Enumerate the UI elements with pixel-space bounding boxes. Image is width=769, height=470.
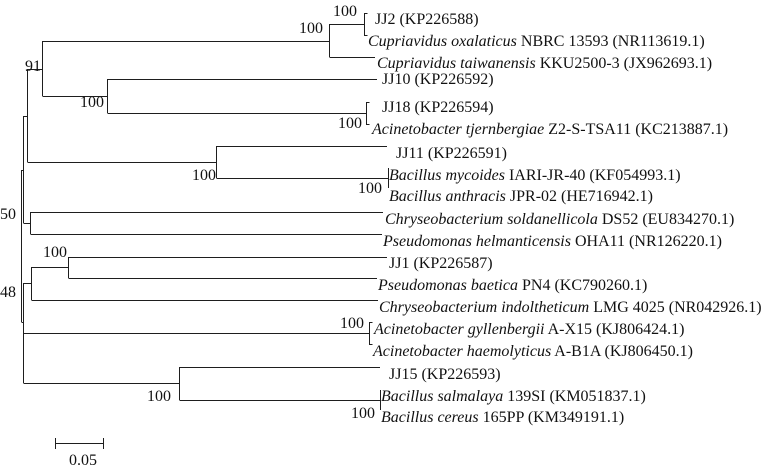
tip-text: JJ18 (KP226594) <box>382 99 494 116</box>
scale-bar <box>54 438 105 449</box>
strain-accession: 139SI (KM051837.1) <box>507 388 646 405</box>
bootstrap-value: 100 <box>192 167 216 184</box>
branch-bracket <box>363 12 368 37</box>
tip-label-cupriavidus-taiwanensis: Cupriavidus taiwanensis KKU2500-3 (JX962… <box>377 55 712 73</box>
tip-label-jj18: JJ18 (KP226594) <box>382 99 494 117</box>
species-name: Cupriavidus oxalaticus <box>368 33 517 50</box>
species-name: Bacillus anthracis <box>389 188 506 205</box>
strain-accession: IARI-JR-40 (KF054993.1) <box>508 167 681 184</box>
tip-label-chryseobacterium-indoltheticum: Chryseobacterium indoltheticum LMG 4025 … <box>379 299 762 317</box>
tip-label-bacillus-mycoides: Bacillus mycoides IARI-JR-40 (KF054993.1… <box>389 167 681 185</box>
bootstrap-value: 100 <box>358 180 382 197</box>
strain-accession: 165PP (KM349191.1) <box>482 409 625 426</box>
bootstrap-value: 100 <box>333 3 357 20</box>
bootstrap-value: 91 <box>25 58 41 75</box>
species-name: Pseudomonas helmanticensis <box>383 233 571 250</box>
tip-label-pseudomonas-baetica: Pseudomonas baetica PN4 (KC790260.1) <box>378 277 647 295</box>
tip-text: JJ15 (KP226593) <box>389 366 501 383</box>
tip-text: JJ10 (KP226592) <box>382 71 494 88</box>
tip-label-chryseobacterium-soldanellicola: Chryseobacterium soldanellicola DS52 (EU… <box>385 211 734 229</box>
strain-accession: KKU2500-3 (JX962693.1) <box>539 55 713 72</box>
bootstrap-value: 100 <box>340 315 364 332</box>
tip-label-jj10: JJ10 (KP226592) <box>382 71 494 89</box>
tip-label-bacillus-cereus: Bacillus cereus 165PP (KM349191.1) <box>381 409 624 427</box>
species-name: Bacillus salmalaya <box>381 388 504 405</box>
species-name: Bacillus mycoides <box>389 167 505 184</box>
strain-accession: JPR-02 (HE716942.1) <box>509 188 653 205</box>
branch-bracket <box>365 101 370 126</box>
tip-label-bacillus-salmalaya: Bacillus salmalaya 139SI (KM051837.1) <box>381 388 646 406</box>
tip-label-acinetobacter-haemolyticus: Acinetobacter haemolyticus A-B1A (KJ8064… <box>373 343 693 361</box>
species-name: Cupriavidus taiwanensis <box>377 55 536 72</box>
bootstrap-value: 100 <box>147 388 171 405</box>
species-name: Chryseobacterium indoltheticum <box>379 299 590 316</box>
strain-accession: PN4 (KC790260.1) <box>521 277 648 294</box>
bootstrap-value: 48 <box>0 284 16 301</box>
tip-text: JJ2 (KP226588) <box>375 11 479 28</box>
species-name: Bacillus cereus <box>381 409 479 426</box>
tip-label-acinetobacter-tjernbergiae: Acinetobacter tjernbergiae Z2-S-TSA11 (K… <box>372 121 728 139</box>
strain-accession: OHA11 (NR126220.1) <box>574 233 722 250</box>
species-name: Pseudomonas baetica <box>378 277 518 294</box>
tip-label-jj2: JJ2 (KP226588) <box>375 11 479 29</box>
species-name: Acinetobacter tjernbergiae <box>372 121 545 138</box>
bootstrap-value: 100 <box>338 115 362 132</box>
bootstrap-value: 100 <box>80 94 104 111</box>
strain-accession: Z2-S-TSA11 (KC213887.1) <box>548 121 729 138</box>
tip-text: JJ1 (KP226587) <box>389 255 493 272</box>
tip-label-pseudomonas-helmanticensis: Pseudomonas helmanticensis OHA11 (NR1262… <box>383 233 722 251</box>
strain-accession: LMG 4025 (NR042926.1) <box>593 299 762 316</box>
bootstrap-value: 50 <box>0 206 16 223</box>
strain-accession: DS52 (EU834270.1) <box>601 211 735 228</box>
tip-label-jj1: JJ1 (KP226587) <box>389 255 493 273</box>
tip-label-acinetobacter-gyllenbergii: Acinetobacter gyllenbergii A-X15 (KJ8064… <box>374 321 684 339</box>
strain-accession: A-X15 (KJ806424.1) <box>547 321 685 338</box>
tip-label-bacillus-anthracis: Bacillus anthracis JPR-02 (HE716942.1) <box>389 188 653 206</box>
strain-accession: NBRC 13593 (NR113619.1) <box>520 33 705 50</box>
bootstrap-value: 100 <box>299 20 323 37</box>
species-name: Chryseobacterium soldanellicola <box>385 211 598 228</box>
strain-accession: A-B1A (KJ806450.1) <box>554 343 693 360</box>
tip-label-cupriavidus-oxalaticus: Cupriavidus oxalaticus NBRC 13593 (NR113… <box>368 33 705 51</box>
scale-bar-label: 0.05 <box>69 452 97 469</box>
bootstrap-value: 100 <box>43 244 67 261</box>
tip-text: JJ11 (KP226591) <box>396 145 507 162</box>
tip-label-jj15: JJ15 (KP226593) <box>389 366 501 384</box>
branch-bracket <box>368 321 373 346</box>
tip-label-jj11: JJ11 (KP226591) <box>396 145 507 163</box>
species-name: Acinetobacter gyllenbergii <box>374 321 545 338</box>
bootstrap-value: 100 <box>351 405 375 422</box>
species-name: Acinetobacter haemolyticus <box>373 343 552 360</box>
